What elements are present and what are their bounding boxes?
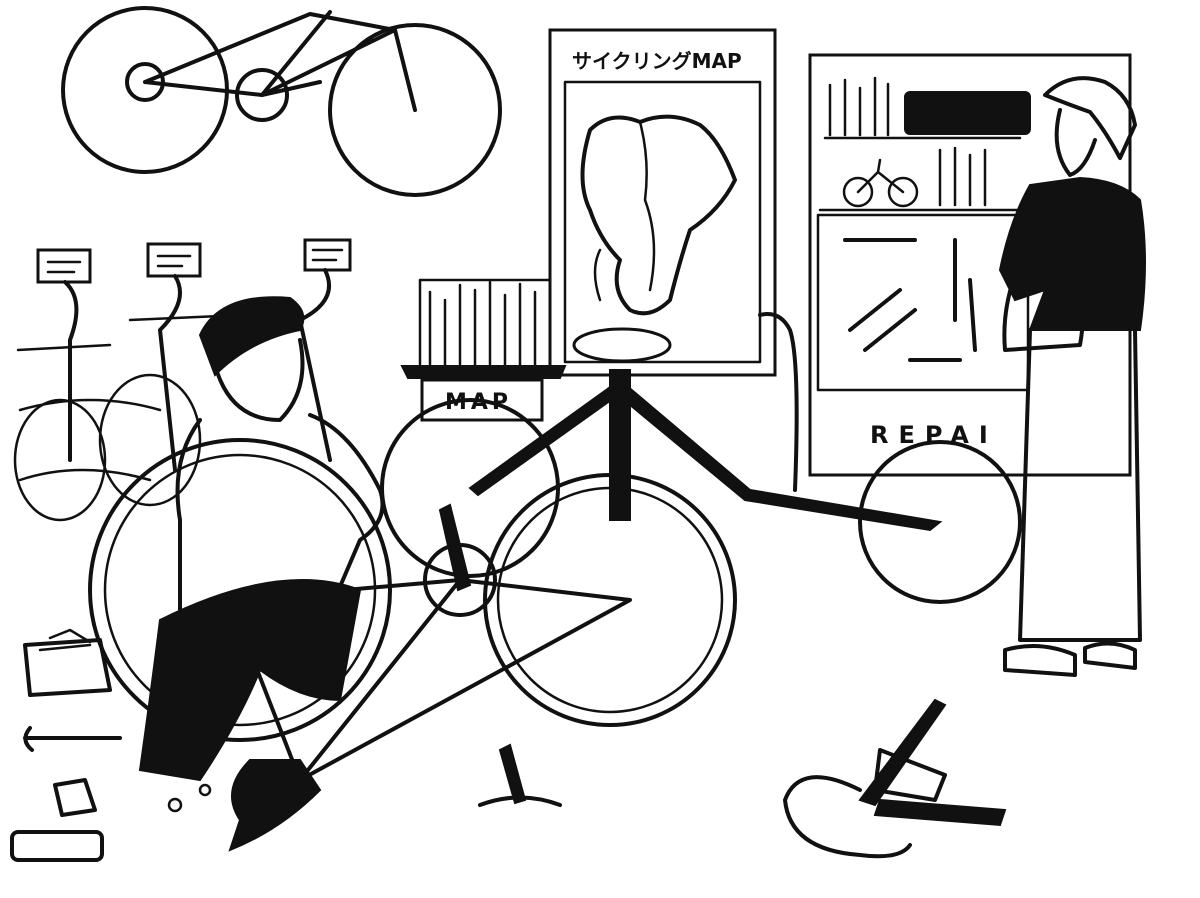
floor-pump [783,698,1007,859]
wall-bicycle [61,6,502,197]
bicycle-with-basket: MAP [380,278,1022,604]
map-board-title: サイクリングMAP [572,49,742,73]
customer-woman [998,76,1146,677]
cycling-map-board: サイクリングMAP [548,28,777,377]
bicycle-rack [13,238,352,522]
cart-sign: REPAI [870,421,998,449]
upside-down-bicycle [228,473,737,852]
mechanic-man [88,296,392,782]
floor-tools [10,628,212,862]
